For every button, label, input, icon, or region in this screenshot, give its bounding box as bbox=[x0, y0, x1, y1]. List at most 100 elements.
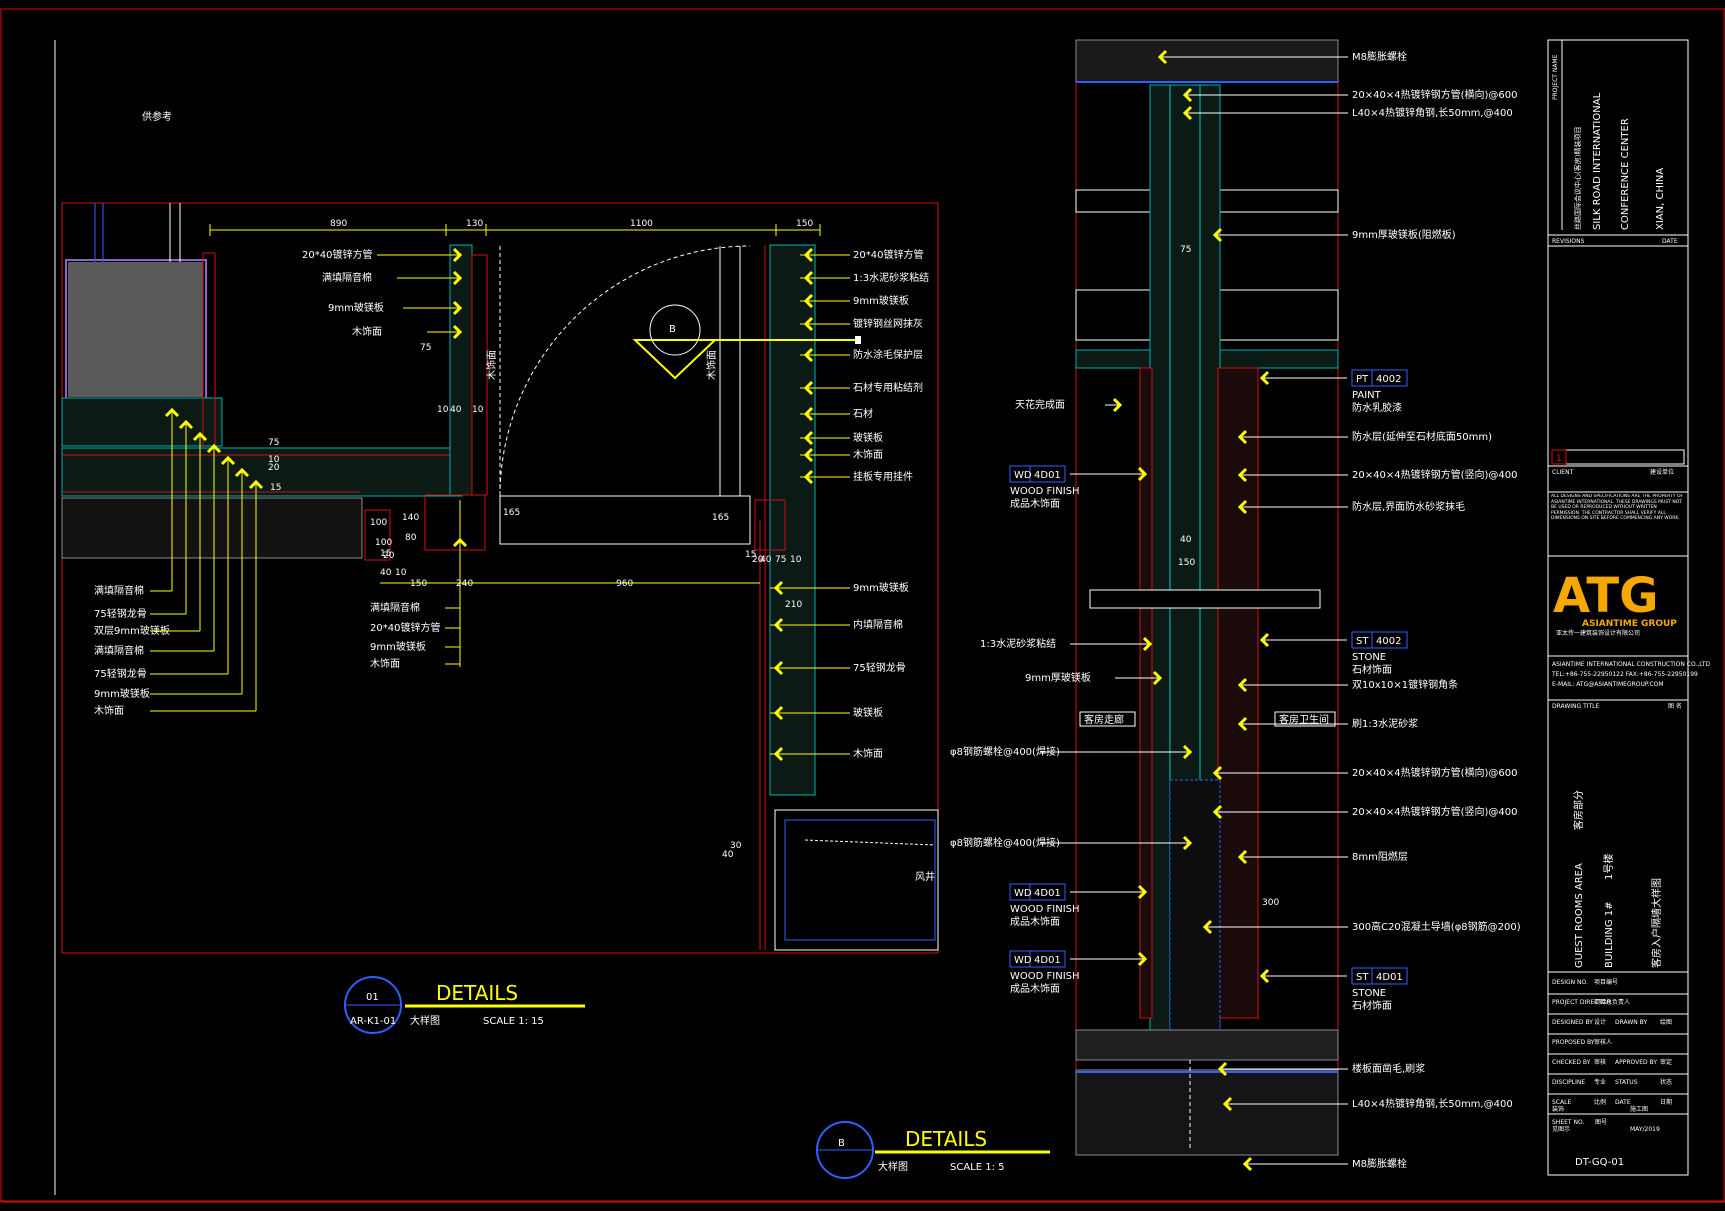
label-top-left: 20*40镀锌方管 bbox=[302, 248, 372, 261]
leader-arrowhead bbox=[1112, 397, 1123, 413]
label-right: L40×4热镀锌角钢,长50mm,@400 bbox=[1352, 106, 1513, 119]
floor-slab bbox=[1075, 1069, 1339, 1156]
dimension-value: 20 bbox=[383, 551, 395, 561]
leader-arrowhead bbox=[1137, 884, 1148, 900]
leader-arrowhead bbox=[1259, 968, 1270, 984]
label-left: 9mm厚玻镁板 bbox=[1025, 671, 1091, 684]
detail-b-scale: SCALE 1: 5 bbox=[950, 1162, 1005, 1173]
tb-row-cn-2: 日期 bbox=[1660, 1098, 1672, 1106]
shaft-inner bbox=[784, 819, 936, 941]
label-top-right: 石材 bbox=[853, 407, 873, 420]
material-tag-number: 4D01 bbox=[1376, 972, 1403, 983]
shaft-box bbox=[774, 809, 939, 951]
left-detail-drawing: 供参考 风井 bbox=[61, 110, 939, 1034]
leader-arrowhead bbox=[803, 447, 814, 463]
leader-arrowhead bbox=[164, 407, 180, 418]
dimension-value: 1100 bbox=[630, 219, 653, 229]
tb-row-label-2: STATUS bbox=[1615, 1079, 1638, 1086]
left-annotation-labels: 20*40镀锌方管满填隔音棉9mm玻镁板木饰面20*40镀锌方管1:3水泥砂浆粘… bbox=[94, 247, 929, 860]
door-leaf bbox=[499, 495, 751, 545]
company-line: E-MAIL: ATG@ASIANTIMEGROUP.COM bbox=[1552, 681, 1664, 688]
area-en: GUEST ROOMS AREA bbox=[1574, 863, 1585, 968]
partition-right bbox=[769, 244, 816, 796]
dimension-value: 10 bbox=[472, 405, 484, 415]
label-top-right: 木饰面 bbox=[853, 448, 883, 461]
leader-arrowhead bbox=[1182, 835, 1193, 851]
label-right-lower: 木饰面 bbox=[853, 747, 883, 760]
wall-band-upper bbox=[61, 397, 223, 447]
reference-note: 供参考 bbox=[142, 110, 172, 123]
leader-arrowhead bbox=[1259, 632, 1270, 648]
leader-arrowhead bbox=[452, 300, 463, 316]
label-left-stack: 满填隔音棉 bbox=[94, 584, 144, 597]
material-tag-box bbox=[1009, 950, 1066, 968]
label-right: M8膨胀螺栓 bbox=[1352, 1157, 1407, 1170]
tb-row-label-2: DRAWN BY bbox=[1615, 1019, 1647, 1026]
vertical-label: 木饰面 bbox=[485, 350, 498, 380]
tb-row-label: PROPOSED BY bbox=[1552, 1039, 1595, 1046]
leader-arrowhead bbox=[803, 406, 814, 422]
leader-arrowhead bbox=[773, 617, 784, 633]
material-tag-number: 4002 bbox=[1376, 374, 1401, 385]
label-right: 20×40×4热镀锌钢方管(横向)@600 bbox=[1352, 88, 1517, 101]
label-left: 1:3水泥砂浆粘结 bbox=[980, 637, 1056, 650]
dimension-value: 40 bbox=[380, 568, 392, 578]
company-info: ASIANTIME INTERNATIONAL CONSTRUCTION CO.… bbox=[1551, 661, 1710, 688]
label-right: 8mm阻燃层 bbox=[1352, 850, 1408, 863]
project-name-label: PROJECT NAME bbox=[1552, 54, 1559, 100]
door-frame-right bbox=[754, 499, 786, 551]
material-tag-cn: 成品木饰面 bbox=[1010, 982, 1060, 995]
dimension-value: 140 bbox=[402, 513, 419, 523]
discipline-value: 装饰 bbox=[1552, 1105, 1564, 1113]
leader-arrowhead bbox=[452, 537, 468, 548]
tb-row-cn: 比例 bbox=[1594, 1098, 1606, 1106]
label-top-left: 9mm玻镁板 bbox=[328, 301, 384, 314]
leader-arrowhead bbox=[1137, 466, 1148, 482]
leader-arrowhead bbox=[1182, 87, 1193, 103]
leader-arrowhead bbox=[803, 270, 814, 286]
partition-left bbox=[449, 244, 473, 496]
label-right: 20×40×4热镀锌钢方管(竖向)@400 bbox=[1352, 805, 1517, 818]
dimension-value: 100 bbox=[375, 538, 392, 548]
dimension-value: 40 bbox=[760, 555, 772, 565]
label-left: φ8钢筋螺栓@400(焊接) bbox=[950, 745, 1060, 758]
dim-40: 40 bbox=[1180, 535, 1192, 545]
detail-01-title: 01 AR-K1-01 DETAILS 大样图 SCALE 1: 15 bbox=[344, 976, 585, 1034]
atg-logo: ATG ASIANTIME GROUP 亚太传一建筑装饰设计有限公司 bbox=[1553, 568, 1677, 637]
material-tag-name: WOOD FINISH bbox=[1010, 971, 1080, 982]
tb-row-label: CHECKED BY bbox=[1552, 1059, 1591, 1066]
dimension-value: 40 bbox=[722, 850, 734, 860]
leader-arrowhead bbox=[1202, 919, 1213, 935]
label-right: 20×40×4热镀锌钢方管(横向)@600 bbox=[1352, 766, 1517, 779]
label-top-left: 满填隔音棉 bbox=[322, 271, 372, 284]
project-en-3: XIAN, CHINA bbox=[1655, 168, 1666, 230]
material-tag-number: 4D01 bbox=[1034, 470, 1061, 481]
tb-row-label: DESIGN NO. bbox=[1552, 979, 1588, 986]
leader-arrowhead bbox=[773, 746, 784, 762]
dimension-value: 75 bbox=[420, 343, 431, 353]
label-mid: 满填隔音棉 bbox=[370, 601, 420, 614]
label-right: 刷1:3水泥砂浆 bbox=[1352, 717, 1418, 730]
sheet-no-label: SHEET NO. bbox=[1552, 1119, 1584, 1126]
dimension-value: 960 bbox=[616, 579, 633, 589]
vertical-label: 木饰面 bbox=[705, 350, 718, 380]
structural-column bbox=[68, 262, 203, 397]
notes-box: ALL DESIGNS AND SPECIFICATIONS ARE THE P… bbox=[1551, 494, 1683, 521]
label-right: 双10x10×1镀锌钢角条 bbox=[1352, 678, 1458, 691]
brand-sub: ASIANTIME GROUP bbox=[1582, 619, 1677, 629]
leader-arrowhead bbox=[773, 705, 784, 721]
area-cn: 客房部分 bbox=[1572, 790, 1585, 830]
dim-300: 300 bbox=[1262, 898, 1279, 908]
material-tag-box bbox=[1351, 967, 1408, 985]
dimension-value: 40 bbox=[450, 405, 462, 415]
mid-break bbox=[1089, 589, 1321, 609]
label-right: 防水层,界面防水砂浆抹毛 bbox=[1352, 500, 1465, 513]
leader-arrowhead bbox=[1259, 370, 1270, 386]
leader-arrowhead bbox=[1237, 499, 1248, 515]
label-mid: 20*40镀锌方管 bbox=[370, 621, 440, 634]
dimension-value: 80 bbox=[405, 533, 417, 543]
leader-arrowhead bbox=[1137, 951, 1148, 967]
wall-band-lower bbox=[61, 497, 363, 559]
